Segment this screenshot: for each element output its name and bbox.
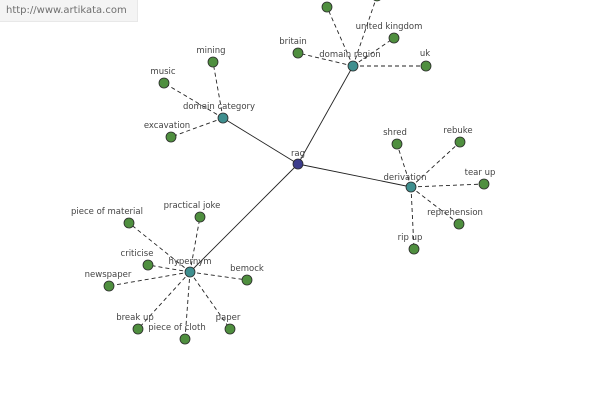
leaf-node-united-kingdom[interactable] <box>388 32 400 44</box>
edge-derivation-shred <box>396 143 412 188</box>
edge-rag-hypernym <box>189 163 299 273</box>
leaf-label-newspaper: newspaper <box>85 270 132 280</box>
leaf-label-shred: shred <box>383 128 407 138</box>
leaf-node-paper[interactable] <box>224 323 236 335</box>
leaf-label-rebuke: rebuke <box>443 126 472 136</box>
hub-label-derivation: derivation <box>383 173 426 183</box>
leaf-label-mining: mining <box>196 46 225 56</box>
leaf-label-excavation: excavation <box>144 121 190 131</box>
leaf-node-bemock[interactable] <box>241 274 253 286</box>
hub-node-domain-category[interactable] <box>217 112 229 124</box>
edge-hypernym-bemock <box>189 271 248 281</box>
leaf-node-practical-joke[interactable] <box>194 211 206 223</box>
edge-domain-region-united-kingdom <box>352 37 395 67</box>
leaf-node-criticise[interactable] <box>142 259 154 271</box>
leaf-node-excavation[interactable] <box>165 131 177 143</box>
leaf-label-piece-of-material: piece of material <box>71 207 143 217</box>
edges-layer <box>108 0 485 340</box>
leaf-label-united-kingdom: united kingdom <box>356 22 423 32</box>
root-node-rag[interactable] <box>292 158 304 170</box>
leaf-label-tear-up: tear up <box>465 168 496 178</box>
edge-domain-region-top-offscreen-2 <box>352 0 377 67</box>
leaf-node-reprehension[interactable] <box>453 218 465 230</box>
edge-rag-derivation <box>297 163 412 188</box>
edge-hypernym-break-up <box>137 271 191 330</box>
leaf-node-piece-of-material[interactable] <box>123 217 135 229</box>
leaf-node-top-offscreen-1[interactable] <box>321 1 333 13</box>
leaf-node-shred[interactable] <box>391 138 403 150</box>
leaf-node-britain[interactable] <box>292 47 304 59</box>
leaf-label-rip-up: rip up <box>398 233 423 243</box>
edge-hypernym-practical-joke <box>189 216 201 273</box>
leaf-label-bemock: bemock <box>230 264 264 274</box>
edge-hypernym-piece-of-material <box>128 222 191 273</box>
leaf-node-top-offscreen-2[interactable] <box>372 0 382 2</box>
watermark-link[interactable]: http://www.artikata.com <box>0 0 138 22</box>
leaf-node-mining[interactable] <box>207 56 219 68</box>
hub-label-domain-region: domain region <box>319 50 380 60</box>
leaf-label-criticise: criticise <box>121 249 154 259</box>
labels-layer: mining music excavation domain category unit… <box>71 22 495 333</box>
leaf-node-break-up[interactable] <box>132 323 144 335</box>
root-label-rag: rag <box>291 149 305 159</box>
leaf-node-tear-up[interactable] <box>478 178 490 190</box>
leaf-label-piece-of-cloth: piece of cloth <box>148 323 205 333</box>
leaf-label-break-up: break up <box>116 313 154 323</box>
edge-rag-domain-category <box>222 117 299 165</box>
edge-domain-category-music <box>163 82 224 119</box>
leaf-node-uk[interactable] <box>420 60 432 72</box>
edge-domain-region-top-offscreen-1 <box>326 6 354 67</box>
edge-rag-domain-region <box>297 65 354 165</box>
leaf-label-uk: uk <box>420 49 430 59</box>
leaf-label-paper: paper <box>216 313 241 323</box>
leaf-node-piece-of-cloth[interactable] <box>179 333 191 345</box>
leaf-node-newspaper[interactable] <box>103 280 115 292</box>
edge-hypernym-paper <box>189 271 231 330</box>
hub-node-derivation[interactable] <box>405 181 417 193</box>
leaf-label-reprehension: reprehension <box>427 208 483 218</box>
edge-derivation-reprehension <box>410 186 460 225</box>
hub-label-domain-category: domain category <box>183 102 255 112</box>
edge-domain-category-mining <box>212 61 224 119</box>
leaf-node-rebuke[interactable] <box>454 136 466 148</box>
leaf-label-music: music <box>150 67 175 77</box>
hub-node-hypernym[interactable] <box>184 266 196 278</box>
edge-domain-region-britain <box>297 52 354 67</box>
edge-derivation-tear-up <box>410 183 485 188</box>
edge-domain-category-excavation <box>170 117 224 138</box>
leaf-label-practical-joke: practical joke <box>164 201 221 211</box>
leaf-node-music[interactable] <box>158 77 170 89</box>
leaf-label-britain: britain <box>279 37 307 47</box>
hub-label-hypernym: hypernym <box>168 257 211 267</box>
nodes-layer <box>103 0 490 345</box>
hub-node-domain-region[interactable] <box>347 60 359 72</box>
edge-derivation-rip-up <box>410 186 415 250</box>
leaf-node-rip-up[interactable] <box>408 243 420 255</box>
edge-hypernym-criticise <box>147 264 191 273</box>
